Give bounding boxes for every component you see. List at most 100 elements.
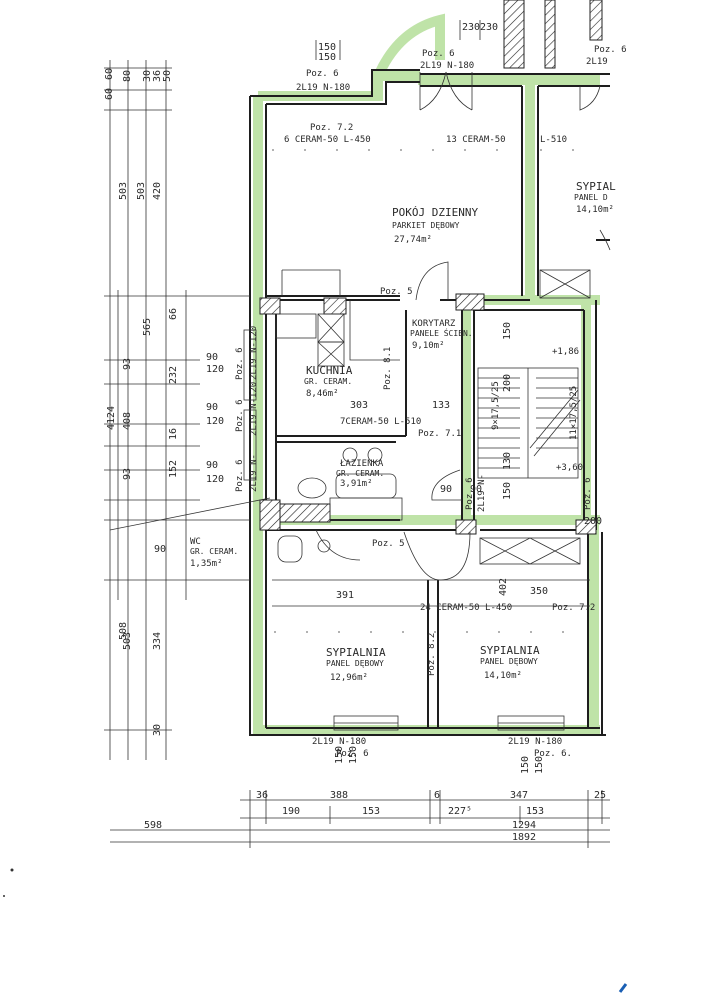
room-bedroom1-finish: PANEL DĘBOWY [326,659,384,668]
label-poz6-left3: Poz. 6 [235,459,245,492]
dim-lower-7: 30 [152,724,163,736]
room-corridor-name: KORYTARZ [412,319,456,329]
dim-b1-2: 388 [330,790,348,801]
room-wc-area: 1,35m² [190,559,223,569]
dim-lw-3: 90 [206,460,218,471]
room-corridor: KORYTARZ PANELE ŚCIEN. 9,10m² [410,319,473,351]
label-poz5-bottom: Poz. 5 [372,539,405,549]
room-bedroom1: SYPIALNIA PANEL DĘBOWY 12,96m² [326,646,386,683]
label-strip-living2: 13 CERAM-50 [446,135,506,145]
label-poz6-left2: Poz. 6 [235,399,245,432]
room-bedroom2: SYPIALNIA PANEL DĘBOWY 14,10m² [480,644,540,681]
room-bedroom2-name: SYPIALNIA [480,644,540,657]
label-poz5-top: Poz. 5 [380,287,413,297]
dim-in-8: 150 [502,482,513,500]
dim-b3-1: 598 [144,820,162,831]
room-bathroom: ŁAZIENKA GR. CERAM. 3,91m² [336,459,384,489]
room-bathroom-finish: GR. CERAM. [336,469,384,478]
room-living-finish: PARKIET DĘBOWY [392,221,460,230]
room-wc-finish: GR. CERAM. [190,547,238,556]
dim-b2-3: 227⁵ [448,806,472,817]
dim-b1-3: 6 [434,790,440,801]
label-stair-run: 9×17,5/25 [491,381,501,430]
label-poz81: Poz. 8.1 [383,347,393,390]
label-poz6-bot1: Poz. 6 [336,749,369,759]
dim-left-1: 60 [104,68,115,80]
dim-left-4: 508 [118,622,129,640]
dim-left-7: 420 [152,182,163,200]
label-poz6-left1: Poz. 6 [235,347,245,380]
dim-lower-3: 93 [122,358,133,370]
shafts [479,269,591,565]
dim-in-11: 200 [584,516,602,527]
room-kitchen-name: KUCHNIA [306,364,353,377]
dim-in-1: 303 [350,400,368,411]
dim-wb-3: 150 [520,756,531,774]
label-win-left2: 2L19 N-120 [249,382,259,436]
dim-lw-1: 90 [206,352,218,363]
dim-b1-5: 25 [594,790,606,801]
dim-left-3: 503 [118,182,129,200]
dim-b3-2: 1294 [512,820,536,831]
dim-lw-5: 120 [206,416,224,427]
label-poz6-bot2: Poz. 6. [534,749,572,759]
dim-lower-4: 93 [122,468,133,480]
room-kitchen-area: 8,46m² [306,389,339,399]
label-win-left1: 2L19 N-120 [249,326,259,380]
dim-left-8: 30 [142,70,153,82]
label-poz6-stair2: Poz. 6 [583,477,593,510]
label-win-top1: 2L19 N-180 [296,83,350,93]
dim-in-5: 402 [498,578,509,596]
windows [243,329,565,731]
room-bedroom2-area: 14,10m² [484,671,522,681]
room-kitchen-finish: GR. CERAM. [304,377,352,386]
room-bedroom1-name: SYPIALNIA [326,646,386,659]
room-bathroom-name: ŁAZIENKA [339,459,384,469]
dim-lower-11: 152 [168,460,179,478]
dim-left-6: 503 [136,182,147,200]
room-wc: WC GR. CERAM. 1,35m² [190,537,238,569]
room-bedroom3-finish: PANEL D [574,193,608,202]
label-strip-bed: 24 CERAM-50 L-450 [420,603,512,613]
room-kitchen: KUCHNIA GR. CERAM. 8,46m² [304,364,353,399]
dim-left-5: 80 [122,70,133,82]
dim-b1-1: 36 [256,790,268,801]
dim-in-2: 133 [432,400,450,411]
label-poz6-top: Poz. 6 [306,69,339,79]
scan-marks [3,868,628,993]
room-living-name: POKÓJ DZIENNY [392,206,478,219]
label-poz82: Poz. 8.2 [427,633,437,676]
dim-lower-9: 232 [168,366,179,384]
label-win-top2: 2L19 N-180 [420,61,474,71]
dim-lower-5: 503 [122,632,133,650]
dim-wb-1: 150 [334,746,345,764]
room-corridor-area: 9,10m² [412,341,445,351]
label-poz6-top3: Poz. 6 [594,45,627,55]
room-living-area: 27,74m² [394,235,432,245]
room-bedroom2-finish: PANEL DĘBOWY [480,657,538,666]
dim-in-7: 200 [502,374,513,392]
label-poz72: Poz. 7.2 [310,123,353,133]
dim-lw-6: 120 [206,474,224,485]
dim-top-3: 230 [462,22,480,33]
label-strip-living3: L-510 [540,135,567,145]
room-wc-name: WC [190,537,201,547]
heating-strips [272,149,600,633]
label-win-stair: 2L19 N- [477,474,487,512]
label-poz72-bed: Poz. 7.2 [552,603,595,613]
dim-in-4: 350 [530,586,548,597]
doors [315,71,611,581]
label-poz6-top2: Poz. 6 [422,49,455,59]
dim-in-10: 90 [440,484,452,495]
dim-lw-2: 90 [206,402,218,413]
dim-wb-2: 150 [348,746,359,764]
dim-left-2: 60 [104,88,115,100]
bath-fixtures [277,447,403,563]
stairs [477,367,581,479]
label-poz71: Poz. 7.1 [418,429,461,439]
dim-lower-12: 66 [168,308,179,320]
dim-left-10: 50 [162,70,173,82]
dim-b2-2: 153 [362,806,380,817]
structural-hatch [259,0,603,535]
